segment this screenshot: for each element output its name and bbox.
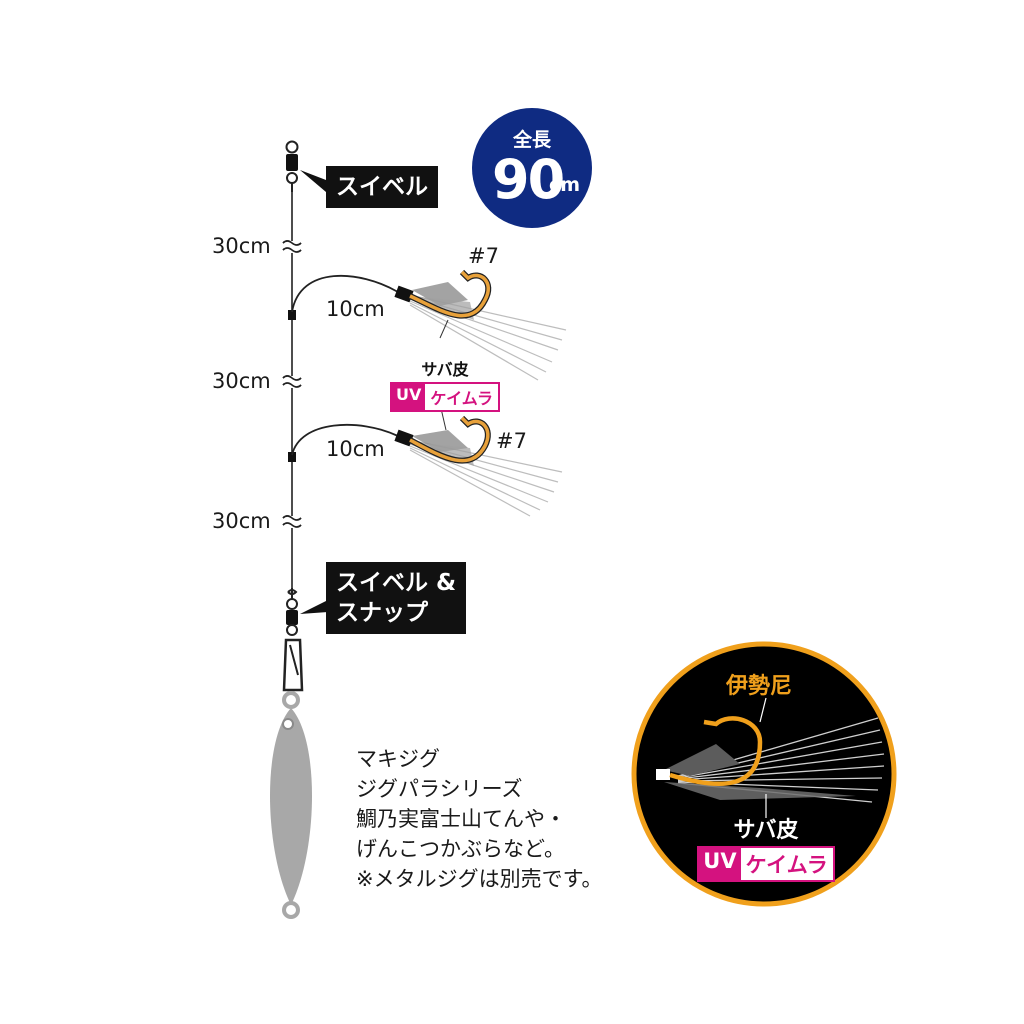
- detail-uv-text: UV: [699, 848, 741, 880]
- note-line: ジグパラシリーズ: [356, 777, 523, 801]
- hook-1-size: #7: [468, 244, 499, 268]
- segment-3-length: 30cm: [212, 509, 271, 533]
- detail-skin-label: サバ皮 UV ケイムラ: [692, 812, 840, 882]
- detail-hook: [669, 716, 763, 787]
- top-swivel-label: スイベル: [336, 174, 428, 200]
- branch-1: [288, 269, 567, 381]
- badge-unit: cm: [549, 174, 581, 196]
- segment-2-length: 30cm: [212, 369, 271, 393]
- top-swivel-callout: スイベル: [326, 166, 438, 208]
- note-line: ※メタルジグは別売です。: [356, 867, 603, 891]
- badge-value: 90: [492, 148, 565, 211]
- bottom-swivel-callout: スイベル & スナップ: [326, 562, 467, 634]
- compatibility-note: マキジグ ジグパラシリーズ 鯛乃実富士山てんや・ げんこつかぶらなど。 ※メタル…: [356, 744, 603, 894]
- skin-material: サバ皮: [421, 360, 469, 379]
- badge-label: 全長: [512, 129, 551, 151]
- leader-line: [439, 319, 449, 339]
- hook-2: [409, 416, 490, 463]
- uv-badge: UV ケイムラ: [390, 382, 500, 412]
- keimura-text: ケイムラ: [425, 384, 498, 410]
- note-line: マキジグ: [356, 747, 440, 771]
- branch-2: [288, 415, 563, 517]
- branch-1-length: 10cm: [326, 297, 385, 321]
- note-line: 鯛乃実富士山てんや・: [356, 807, 566, 831]
- detail-hook-name: 伊勢尼: [726, 674, 793, 699]
- bottom-swivel-snap: [282, 588, 328, 692]
- detail-circle: [631, 641, 897, 907]
- bottom-swivel-label-2: スナップ: [336, 600, 428, 626]
- uv-text: UV: [392, 384, 426, 410]
- total-length-badge: 全長 90 cm: [472, 108, 592, 228]
- detail-material: サバ皮: [733, 818, 799, 843]
- hook-1: [409, 270, 490, 318]
- detail-uv-badge: UV ケイムラ: [697, 846, 835, 882]
- note-line: げんこつかぶらなど。: [356, 837, 565, 861]
- metal-jig: [269, 691, 313, 919]
- skin-label: サバ皮 UV ケイムラ: [388, 356, 502, 412]
- segment-1-length: 30cm: [212, 234, 271, 258]
- bottom-swivel-label-1: スイベル &: [336, 570, 457, 596]
- branch-2-length: 10cm: [326, 437, 385, 461]
- detail-keimura-text: ケイムラ: [740, 848, 833, 880]
- top-swivel: [285, 140, 326, 192]
- hook-2-size: #7: [496, 429, 527, 453]
